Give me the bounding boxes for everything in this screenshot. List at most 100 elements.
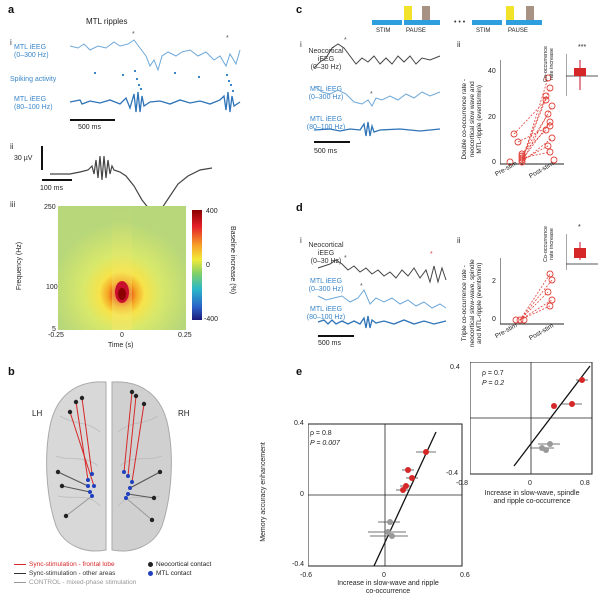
panel-e-main-scatter <box>308 423 463 567</box>
panel-d-inset-sig: * <box>578 224 581 231</box>
panel-e-inset-rho: ρ = 0.7 <box>482 370 504 377</box>
svg-text:*: * <box>370 91 373 98</box>
panel-e-rho: ρ = 0.8 <box>310 430 332 437</box>
panel-e-ytick-neg04: -0.4 <box>292 561 305 568</box>
panel-e-xtick-0: 0 <box>382 572 386 579</box>
panel-d-letter: d <box>296 202 303 214</box>
panel-d-mtl2-label: MTL iEEG(80–100 Hz) <box>306 306 346 321</box>
panel-a-traces: * * <box>70 31 241 121</box>
panel-c-inset-sig: *** <box>578 44 587 51</box>
panel-c-mtl1-label: MTL iEEG(0–300 Hz) <box>308 86 344 101</box>
panel-e-letter: e <box>296 366 303 378</box>
spike-rasters <box>94 70 234 92</box>
panel-e-inset-xtick-neg08: -0.8 <box>456 480 469 487</box>
panel-d-ylabel: Triple co-occurrence rate -neocortical s… <box>460 259 483 348</box>
panel-b-legend: Sync-stimulation - frontal lobe Sync-sti… <box>14 560 136 587</box>
panel-c-ytick-0: 0 <box>492 159 496 166</box>
panel-c-letter: c <box>296 4 303 16</box>
panel-a-ytick-5: 5 <box>52 326 56 333</box>
panel-e-inset-scatter <box>470 362 593 475</box>
panel-a-cbar-label: Baseline increase (%) <box>229 226 236 295</box>
panel-c-sub-i: i <box>300 40 302 49</box>
protocol-pause-2: PAUSE <box>508 28 528 34</box>
panel-e-ylabel: Memory accuracy enhancement <box>259 442 267 542</box>
panel-d-inset-box <box>566 234 598 270</box>
panel-d-ytick-0: 0 <box>492 316 496 323</box>
panel-a-cbar-400: 400 <box>206 208 218 215</box>
svg-text:*: * <box>344 37 347 44</box>
panel-a-cbar-neg400: -400 <box>204 316 219 323</box>
protocol-pause-1: PAUSE <box>406 28 426 34</box>
panel-e-xtick-06: 0.6 <box>460 572 470 579</box>
panel-a-xtick-neg: -0.25 <box>48 332 64 339</box>
panel-a-scale-500: 500 ms <box>78 124 101 131</box>
panel-a-xtick-0: 0 <box>120 332 124 339</box>
mtl-broad-trace-d <box>317 289 447 309</box>
panel-a-ytick-100: 100 <box>46 284 58 291</box>
panel-e-inset-ytick-neg04: -0.4 <box>446 470 459 477</box>
panel-a-letter: a <box>8 4 15 16</box>
panel-d-mtl1-label: MTL iEEG(0–300 Hz) <box>308 278 344 293</box>
neocortical-trace-d <box>317 259 447 284</box>
svg-text:• • •: • • • <box>454 19 466 26</box>
panel-d-scale: 500 ms <box>318 340 341 347</box>
svg-text:*: * <box>360 283 363 290</box>
protocol-stim-2: STIM <box>476 28 491 34</box>
panel-e-inset-p: P = 0.2 <box>482 380 505 387</box>
mtl-ripple-trace-d <box>317 315 447 329</box>
mtl-ieeg-trace <box>70 39 241 72</box>
panel-b-letter: b <box>8 366 15 378</box>
main-points-gray <box>368 519 408 539</box>
panel-c-ytick-20: 20 <box>488 114 496 121</box>
protocol-stim-1: STIM <box>376 28 391 34</box>
panel-e-ytick-0: 0 <box>300 491 304 498</box>
svg-text:*: * <box>132 31 135 38</box>
panel-e-inset-xtick-0: 0 <box>528 480 532 487</box>
panel-c-scatter <box>500 60 564 166</box>
mtl-contacts <box>86 470 134 500</box>
panel-c-protocol: • • • <box>372 6 542 26</box>
svg-text:*: * <box>344 255 347 262</box>
panel-d-sub-ii: ii <box>457 236 461 245</box>
panel-c-traces: * * <box>313 37 441 143</box>
panel-b-rh: RH <box>178 409 190 418</box>
panel-e-xtick-neg06: -0.6 <box>300 572 313 579</box>
mtl-ripple-trace-c <box>313 121 441 137</box>
panel-b-contacts-legend: Neocortical contact MTL contact <box>148 560 211 578</box>
main-points-red <box>396 449 436 493</box>
svg-text:*: * <box>226 35 229 42</box>
legend-mtl-contact: MTL contact <box>148 569 211 578</box>
neocortical-trace <box>313 43 441 69</box>
panel-a-scale-100: 100 ms <box>40 185 63 192</box>
neocortical-contacts <box>55 389 163 523</box>
panel-d-sub-i: i <box>300 236 302 245</box>
legend-item-control: CONTROL - mixed-phase stimulation <box>14 578 136 587</box>
right-hemisphere <box>111 381 172 552</box>
inset-points-red <box>551 377 588 409</box>
panel-c-sub-ii: ii <box>457 40 461 49</box>
panel-a-spiking-label: Spiking activity <box>10 76 57 83</box>
panel-a-trace2-label: MTL iEEG(80–100 Hz) <box>14 96 53 111</box>
panel-c-ylabel: Double co-occurrence rate -neocortical s… <box>460 78 483 160</box>
panel-b-lh: LH <box>32 409 43 418</box>
panel-a-heatmap <box>58 206 186 330</box>
panel-a-ripple-waveform <box>41 146 213 213</box>
panel-b-brain <box>46 381 172 552</box>
legend-item-frontal: Sync-stimulation - frontal lobe <box>14 560 136 569</box>
panel-a-heatmap-xlabel: Time (s) <box>108 342 134 349</box>
panel-a-cbar-0: 0 <box>206 262 210 269</box>
legend-neocortical-contact: Neocortical contact <box>148 560 211 569</box>
panel-e-inset-ytick-04: 0.4 <box>450 364 460 371</box>
inset-points-gray <box>530 441 560 453</box>
panel-a-sub-iii: iii <box>10 200 16 209</box>
left-hemisphere <box>46 381 107 552</box>
panel-d-traces: * * * <box>317 251 447 337</box>
panel-a-sub-i: i <box>10 38 12 47</box>
panel-e-ytick-04: 0.4 <box>294 420 304 427</box>
panel-d-ytick-2: 2 <box>492 278 496 285</box>
